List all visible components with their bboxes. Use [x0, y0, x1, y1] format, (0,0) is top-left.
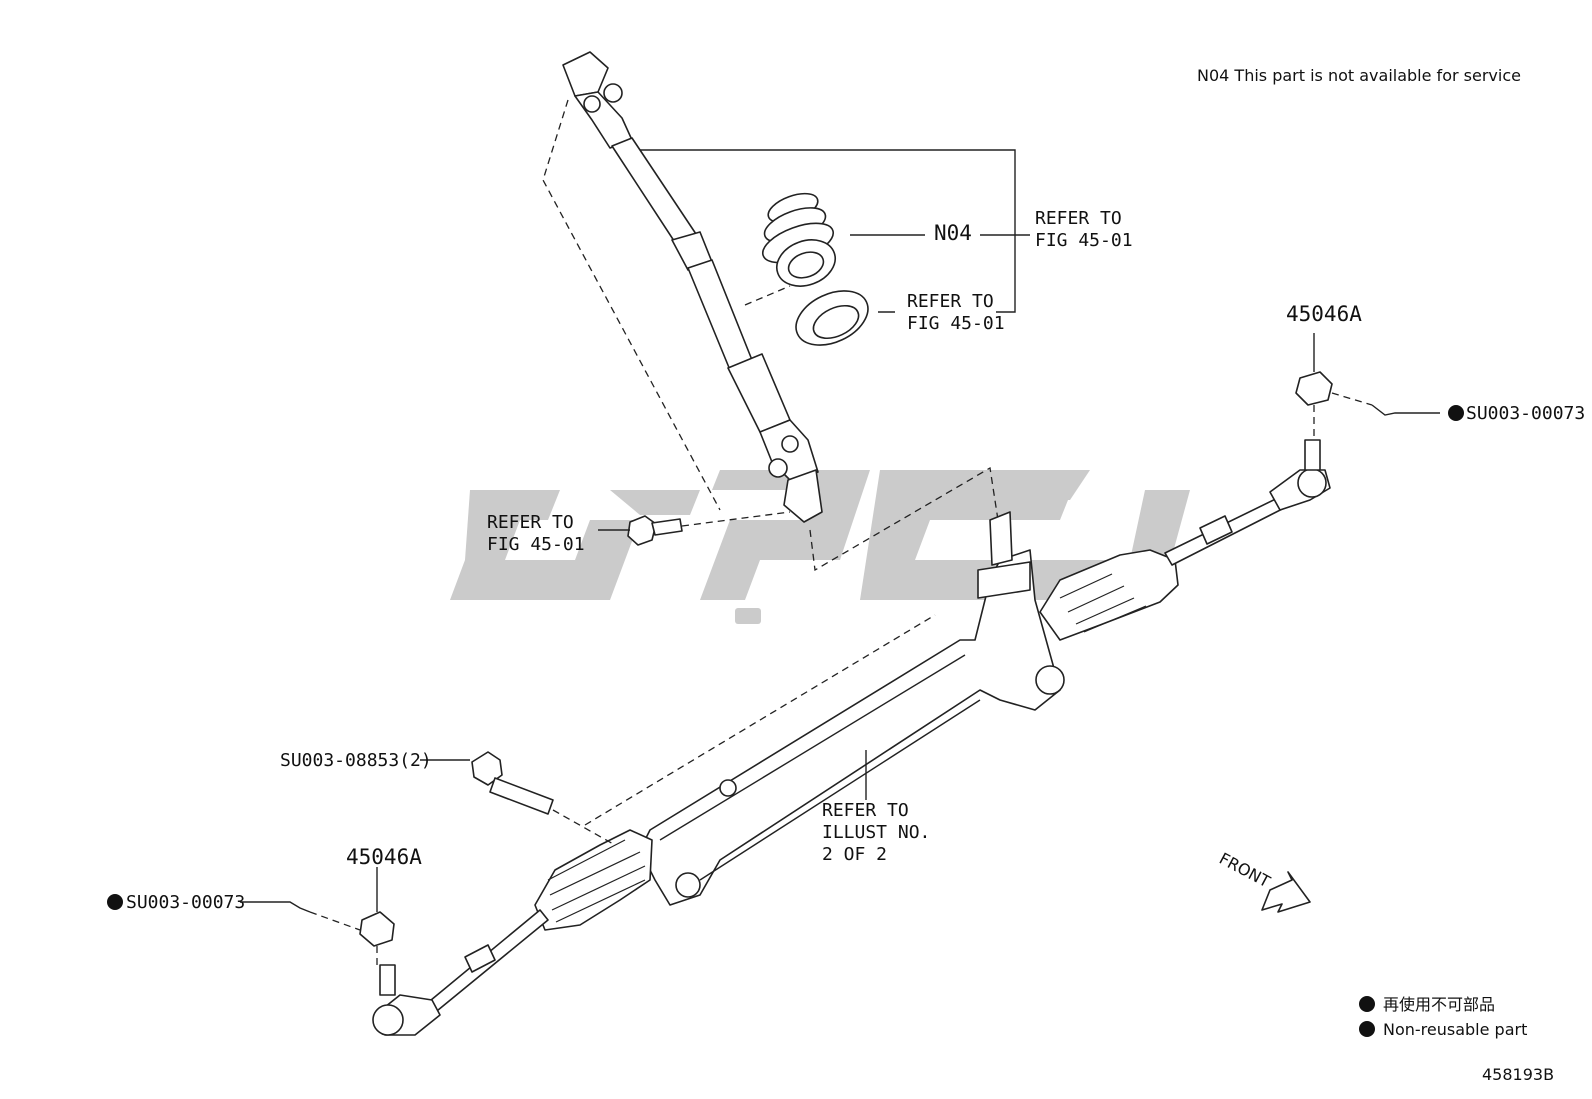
non-reusable-dot-right — [1448, 405, 1464, 421]
refer-fig-mid-line2: FIG 45-01 — [907, 313, 1005, 334]
upper-leader-lines — [542, 99, 1030, 572]
castle-nut-right — [1295, 333, 1333, 440]
front-arrow — [1261, 871, 1311, 913]
cotter-part-number-left: SU003-00073 — [126, 892, 245, 913]
mounting-bolt — [420, 614, 936, 846]
dust-boot — [762, 192, 836, 287]
refer-illust-line3: 2 OF 2 — [822, 844, 887, 865]
refer-illust-line1: REFER TO — [822, 800, 909, 821]
pinch-bolt — [598, 511, 791, 546]
nut-part-number-right: 45046A — [1286, 302, 1362, 326]
legend-dot-en — [1359, 1021, 1375, 1037]
diagram-id: 458193B — [1482, 1065, 1554, 1084]
refer-fig-left-line1: REFER TO — [487, 512, 574, 533]
refer-fig-upper-line1: REFER TO — [1035, 208, 1122, 229]
steering-rack — [639, 511, 1065, 906]
castle-nut-left — [359, 867, 395, 965]
nut-part-number-left: 45046A — [346, 845, 422, 869]
rack-boot-right — [1039, 549, 1179, 641]
tie-rod-right — [1164, 439, 1331, 566]
refer-fig-upper-line2: FIG 45-01 — [1035, 230, 1133, 251]
intermediate-shaft — [562, 51, 823, 523]
n04-callout: N04 — [934, 221, 972, 245]
refer-illust-line2: ILLUST NO. — [822, 822, 930, 843]
rack-boot-left — [534, 829, 653, 931]
legend-dot-jp — [1359, 996, 1375, 1012]
cotter-pin-right — [1331, 392, 1440, 416]
legend-text-en: Non-reusable part — [1383, 1020, 1527, 1039]
n04-legend-note: N04 This part is not available for servi… — [1197, 66, 1521, 85]
cotter-part-number-right: SU003-00073 — [1466, 403, 1585, 424]
bolt-part-number: SU003-08853(2) — [280, 750, 432, 771]
shaft-seal — [795, 290, 869, 346]
cotter-pin-left — [240, 901, 361, 931]
refer-fig-left-line2: FIG 45-01 — [487, 534, 585, 555]
front-label: FRONT — [1216, 849, 1273, 892]
legend-text-jp: 再使用不可部品 — [1383, 995, 1495, 1014]
non-reusable-dot-left — [107, 894, 123, 910]
tie-rod-left — [372, 909, 549, 1036]
refer-fig-mid-line1: REFER TO — [907, 291, 994, 312]
